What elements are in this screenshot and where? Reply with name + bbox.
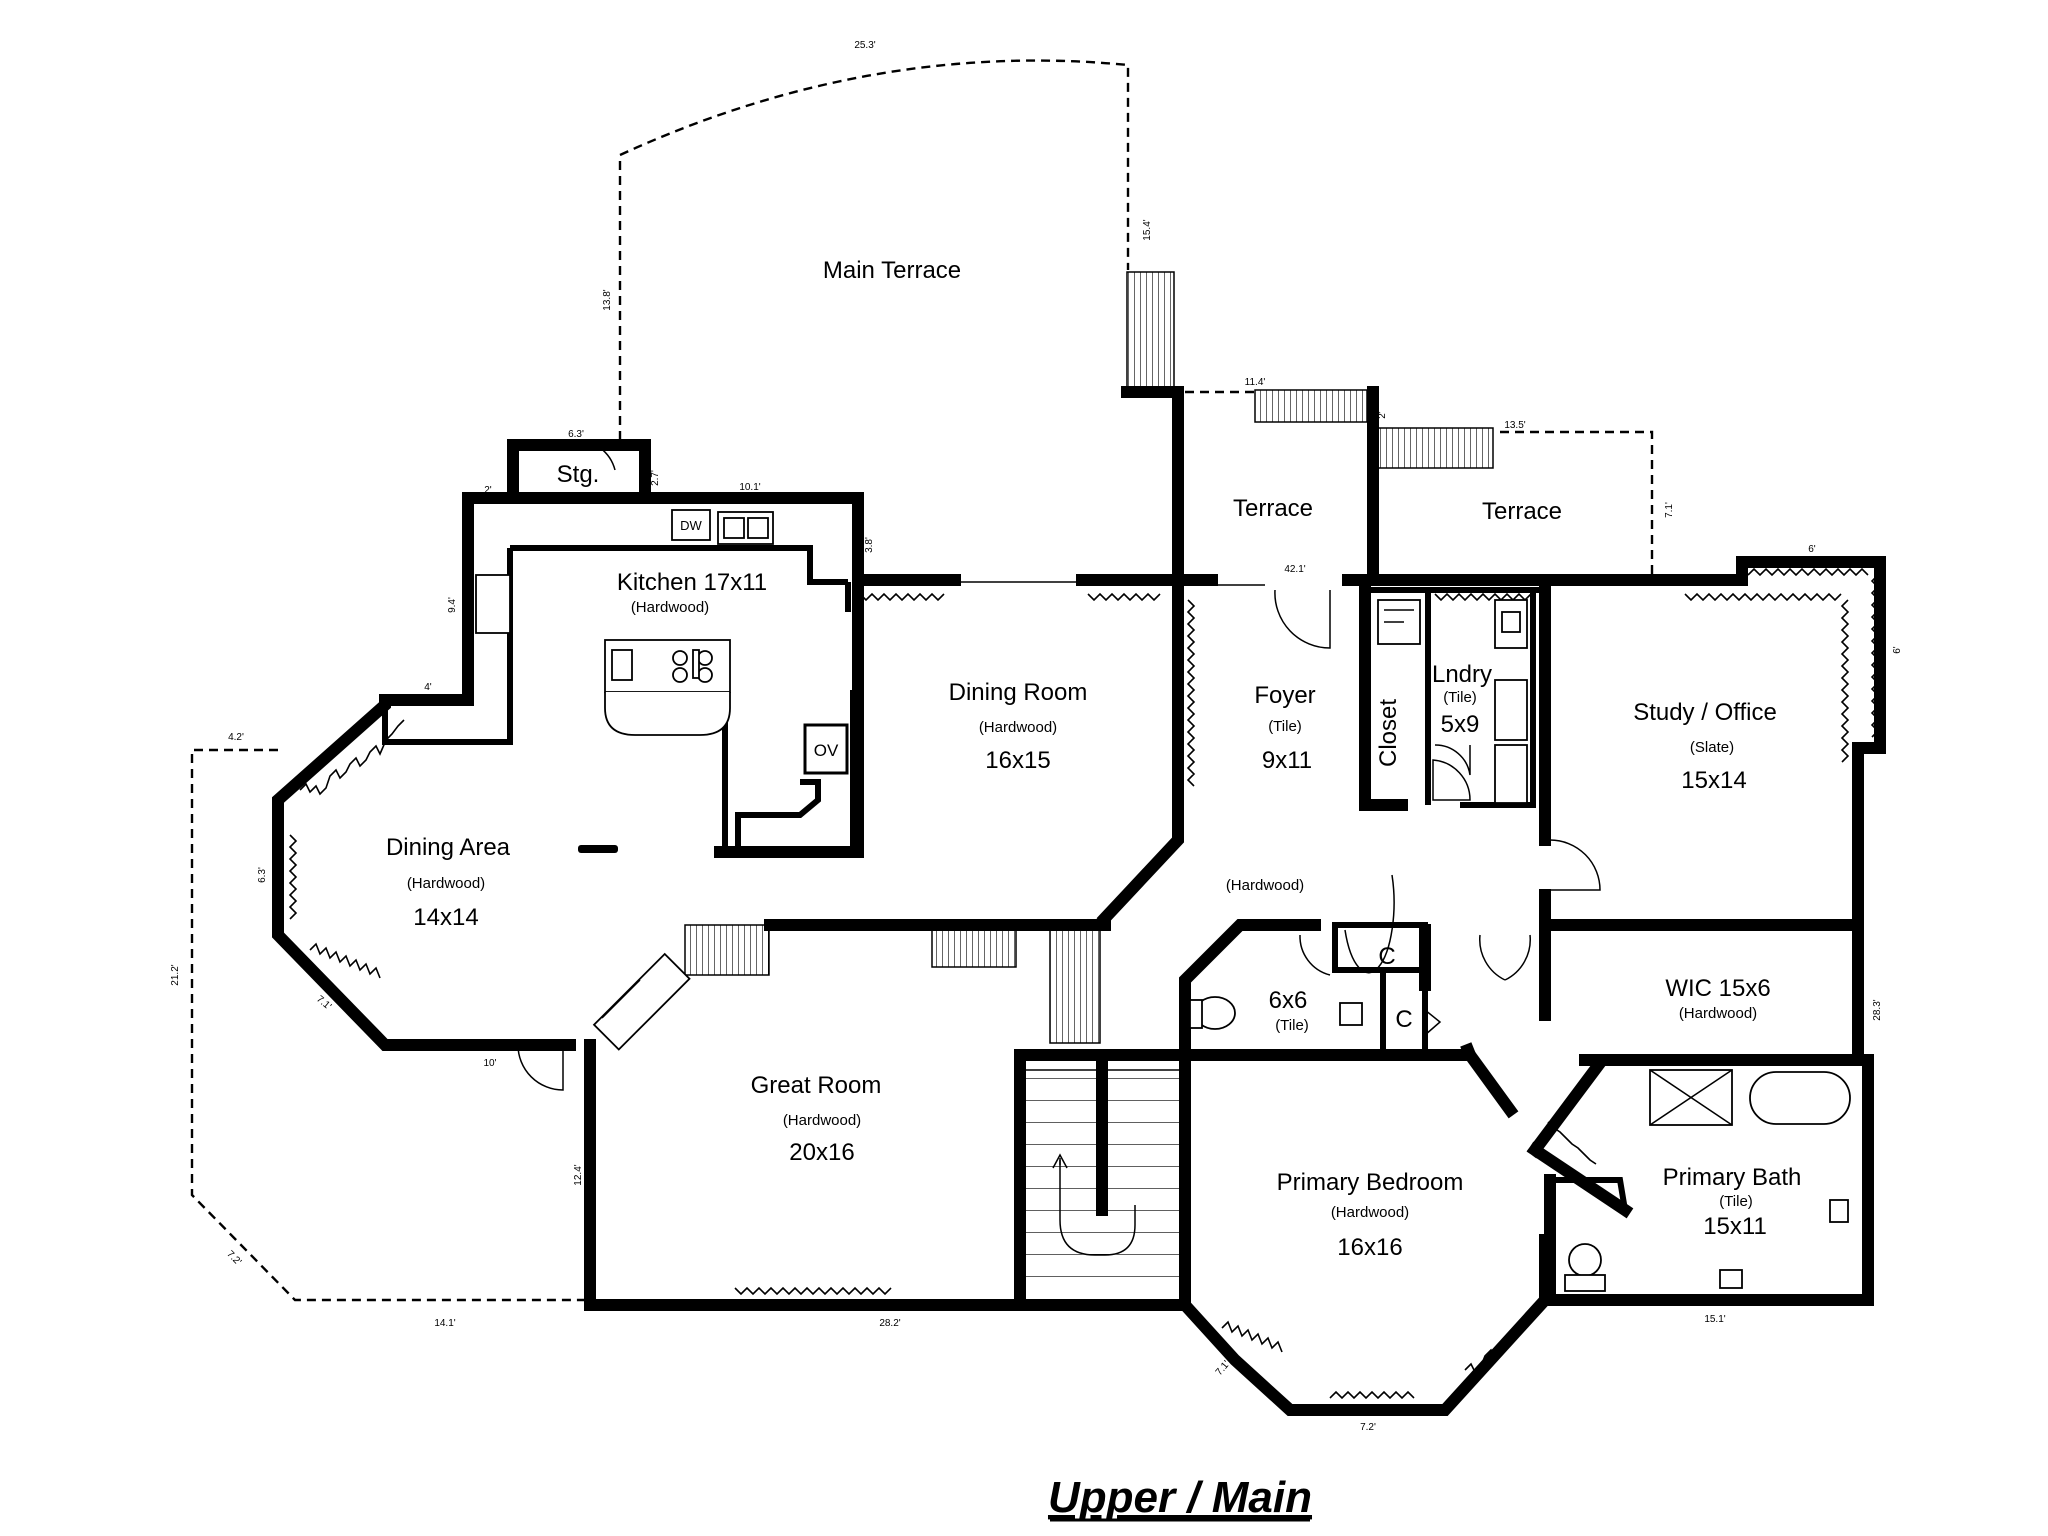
dining-area-label: Dining Area (386, 834, 511, 861)
dim-left-terrace: 13.8' (602, 289, 613, 310)
fridge (475, 574, 511, 634)
dim-14-1: 14.1' (434, 1318, 455, 1329)
foyer-floor: (Tile) (1268, 718, 1302, 735)
laundry-floor: (Tile) (1443, 689, 1477, 706)
primary-bedroom-label: Primary Bedroom (1277, 1169, 1464, 1196)
primary-bedroom-floor: (Hardwood) (1331, 1204, 1409, 1221)
foyer-label: Foyer (1254, 682, 1315, 709)
dim-7-2-bedroom: 7.2' (1360, 1422, 1376, 1433)
dining-area-floor: (Hardwood) (407, 875, 485, 892)
exterior-steps (684, 271, 1494, 1044)
dim-7-2-left: 7.2' (224, 1249, 243, 1268)
wic-label: WIC 15x6 (1665, 975, 1770, 1002)
dishwasher (671, 509, 711, 541)
dim-6-3: 6.3' (257, 867, 268, 883)
dim-21-2: 21.2' (170, 964, 181, 985)
dim-42-1: 42.1' (1284, 564, 1305, 575)
kitchen-label: Kitchen 17x11 (617, 569, 767, 596)
dim-6-right: 6' (1892, 646, 1903, 654)
dim-6-top: 6' (1808, 544, 1816, 555)
laundry-size: 5x9 (1441, 711, 1480, 738)
great-room-label: Great Room (751, 1072, 882, 1099)
primary-bath-size: 15x11 (1703, 1213, 1767, 1240)
dim-15-1: 15.1' (1704, 1314, 1725, 1325)
floor-title: Upper / Main (1048, 1473, 1312, 1522)
closet-c1-label: C (1378, 943, 1395, 970)
dim-2-7: 2.7' (650, 470, 661, 486)
study-size: 15x14 (1681, 767, 1746, 794)
kitchen-floor: (Hardwood) (631, 599, 709, 616)
left-deck-boundary (190, 748, 585, 1302)
door-swings (517, 439, 1601, 1091)
great-room-size: 20x16 (789, 1139, 854, 1166)
laundry-label: Lndry (1432, 661, 1492, 688)
half-bath-floor: (Tile) (1275, 1017, 1309, 1034)
foyer-size: 9x11 (1262, 747, 1312, 774)
primary-bath-floor: (Tile) (1719, 1193, 1753, 1210)
dim-4: 4' (424, 682, 432, 693)
dining-room-size: 16x15 (985, 747, 1050, 774)
dishwasher-label: DW (680, 518, 702, 533)
dining-room-label: Dining Room (949, 679, 1088, 706)
primary-bath-label: Primary Bath (1663, 1164, 1802, 1191)
dim-12-4: 12.4' (573, 1164, 584, 1185)
closet-c2-label: C (1395, 1006, 1412, 1033)
dim-9-4: 9.4' (447, 597, 458, 613)
bench (592, 952, 691, 1051)
dim-13-5: 13.5' (1504, 420, 1525, 431)
dim-7-1-terrace: 7.1' (1664, 502, 1675, 518)
dim-28-3: 28.3' (1872, 999, 1883, 1020)
dim-top-arc: 25.3' (854, 40, 875, 51)
wic-floor: (Hardwood) (1679, 1005, 1757, 1022)
kitchen-fixtures: DW OV (475, 509, 849, 1051)
dim-right-terrace: 15.4' (1142, 219, 1153, 240)
study-floor: (Slate) (1690, 739, 1734, 756)
closet-label: Closet (1375, 699, 1402, 767)
primary-bedroom-size: 16x16 (1337, 1234, 1402, 1261)
dim-10: 10' (483, 1058, 496, 1069)
dim-28-2: 28.2' (879, 1318, 900, 1329)
dim-2-right: 2' (1377, 411, 1388, 419)
table-marker (578, 845, 618, 853)
great-room-floor: (Hardwood) (783, 1112, 861, 1129)
dim-11-4: 11.4' (1245, 377, 1266, 388)
laundry-fixtures (1377, 599, 1528, 804)
storage-label: Stg. (557, 461, 600, 488)
main-terrace-label: Main Terrace (823, 257, 961, 284)
dim-3-8: 3.8' (864, 537, 875, 553)
terrace-boundaries (1170, 390, 1654, 575)
half-bath-label: 6x6 (1269, 987, 1308, 1014)
terrace-right-label: Terrace (1482, 498, 1562, 525)
study-label: Study / Office (1633, 699, 1777, 726)
walls (272, 386, 1886, 1416)
dim-4-2: 4.2' (228, 732, 244, 743)
oven (803, 723, 849, 775)
dim-2-left: 2' (484, 485, 492, 496)
terrace-left-label: Terrace (1233, 495, 1313, 522)
oven-label: OV (814, 741, 839, 760)
dim-kitchen-top: 10.1' (739, 482, 760, 493)
dining-room-floor: (Hardwood) (979, 719, 1057, 736)
hall-floor: (Hardwood) (1226, 877, 1304, 894)
dim-storage-door: 6.3' (568, 429, 584, 440)
dining-area-size: 14x14 (413, 904, 478, 931)
windows (288, 567, 1880, 1400)
bath-fixtures (1189, 996, 1851, 1292)
main-terrace-boundary (618, 59, 1130, 440)
room-labels: Main Terrace Stg. Kitchen 17x11 (Hardwoo… (386, 257, 1801, 1261)
